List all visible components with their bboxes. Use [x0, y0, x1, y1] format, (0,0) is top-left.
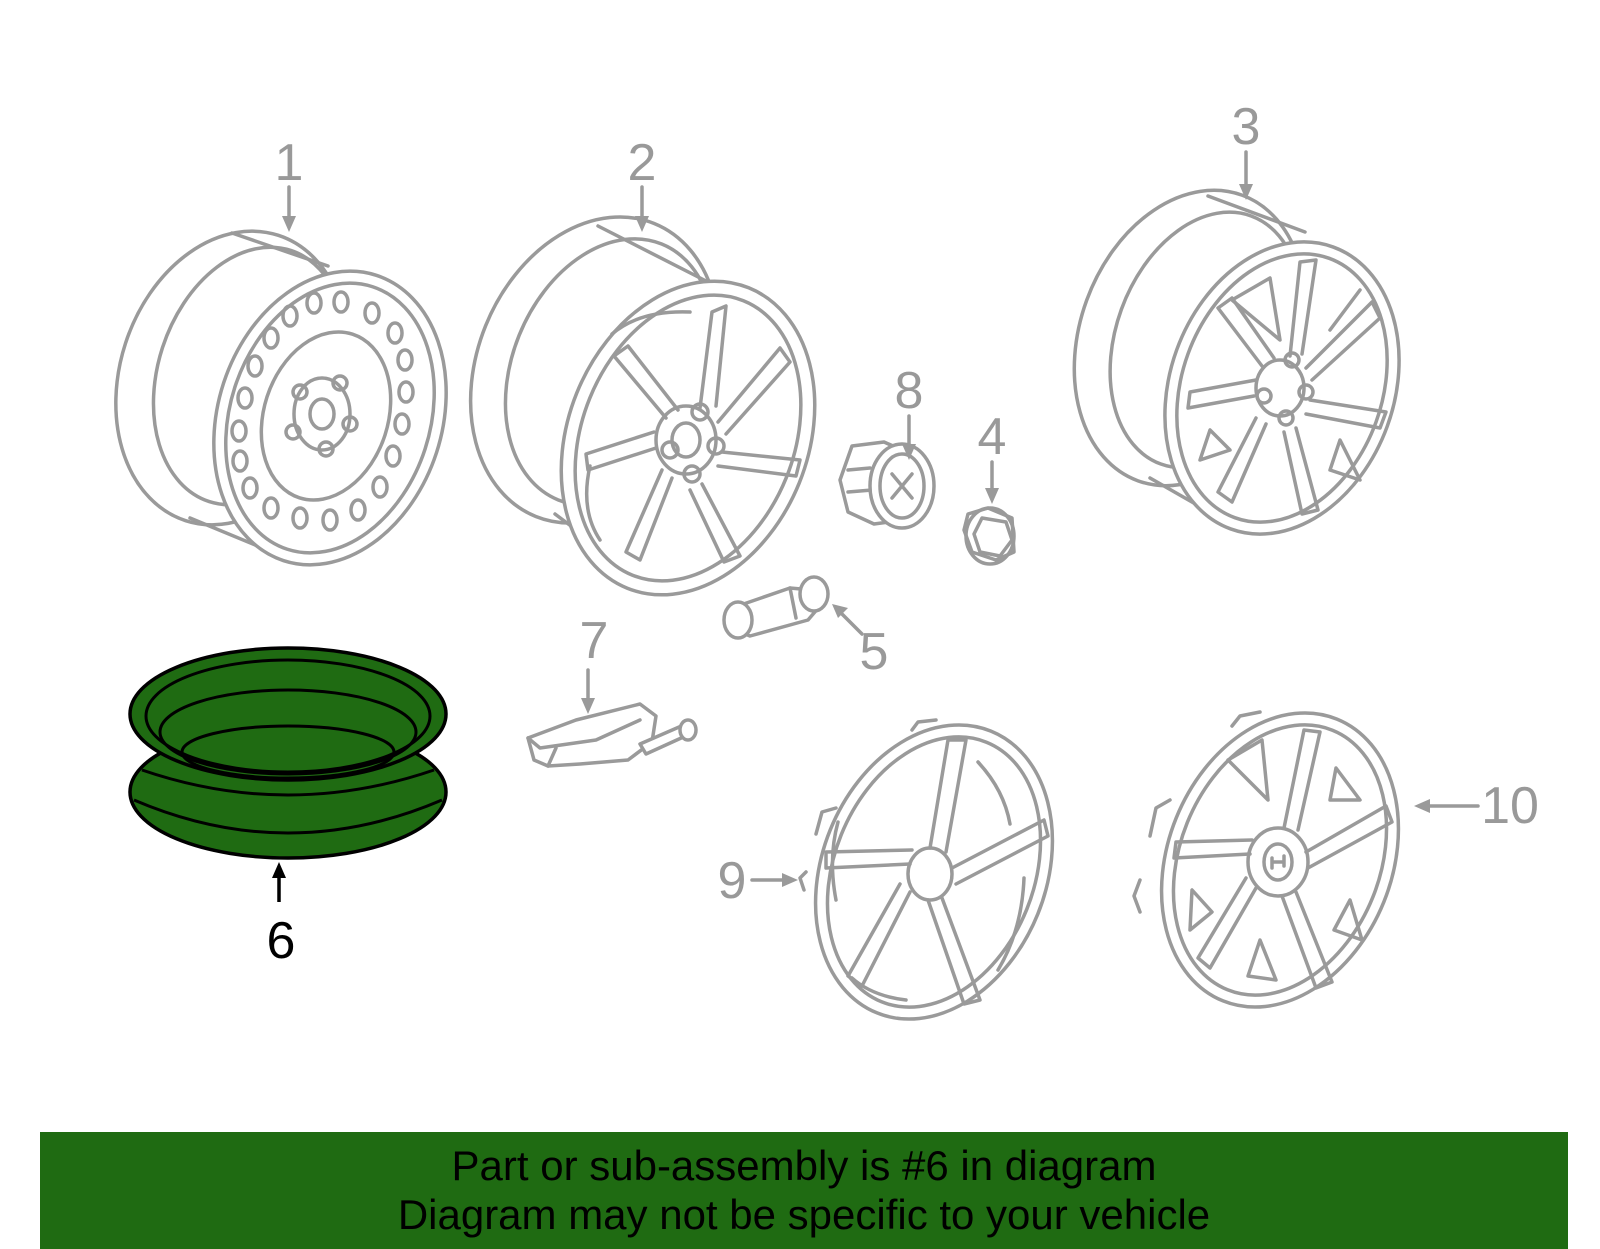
callout-8: 8 — [895, 362, 924, 420]
part-5-valve-stem[interactable] — [722, 575, 830, 640]
part-6-spare-wheel[interactable] — [128, 646, 448, 860]
banner-line-2: Diagram may not be specific to your vehi… — [397, 1191, 1211, 1238]
callout-7: 7 — [580, 612, 609, 670]
info-banner: Part or sub-assembly is #6 in diagram Di… — [40, 1132, 1568, 1249]
part-3-alloy-wheel[interactable] — [1035, 158, 1439, 568]
callout-1: 1 — [275, 134, 304, 192]
part-9-wheel-cover[interactable] — [773, 689, 1095, 1055]
callout-3: 3 — [1232, 98, 1261, 156]
callout-4: 4 — [978, 408, 1007, 466]
callout-9: 9 — [718, 852, 747, 910]
callout-6: 6 — [267, 912, 296, 970]
part-10-wheel-cover[interactable] — [1119, 677, 1441, 1043]
part-4-lug-nut[interactable] — [962, 506, 1016, 566]
callout-10: 10 — [1481, 777, 1539, 835]
part-7-tpms-sensor[interactable] — [526, 702, 698, 768]
callout-5: 5 — [860, 623, 889, 681]
callout-labels: 1 2 3 4 5 6 7 8 9 10 — [267, 98, 1539, 970]
part-2-alloy-wheel[interactable] — [426, 179, 860, 633]
part-8-center-cap[interactable] — [838, 440, 936, 530]
banner-line-1: Part or sub-assembly is #6 in diagram — [451, 1142, 1157, 1189]
part-1-steel-wheel[interactable] — [79, 201, 483, 596]
callout-2: 2 — [628, 134, 657, 192]
leader-lines — [272, 150, 1480, 902]
